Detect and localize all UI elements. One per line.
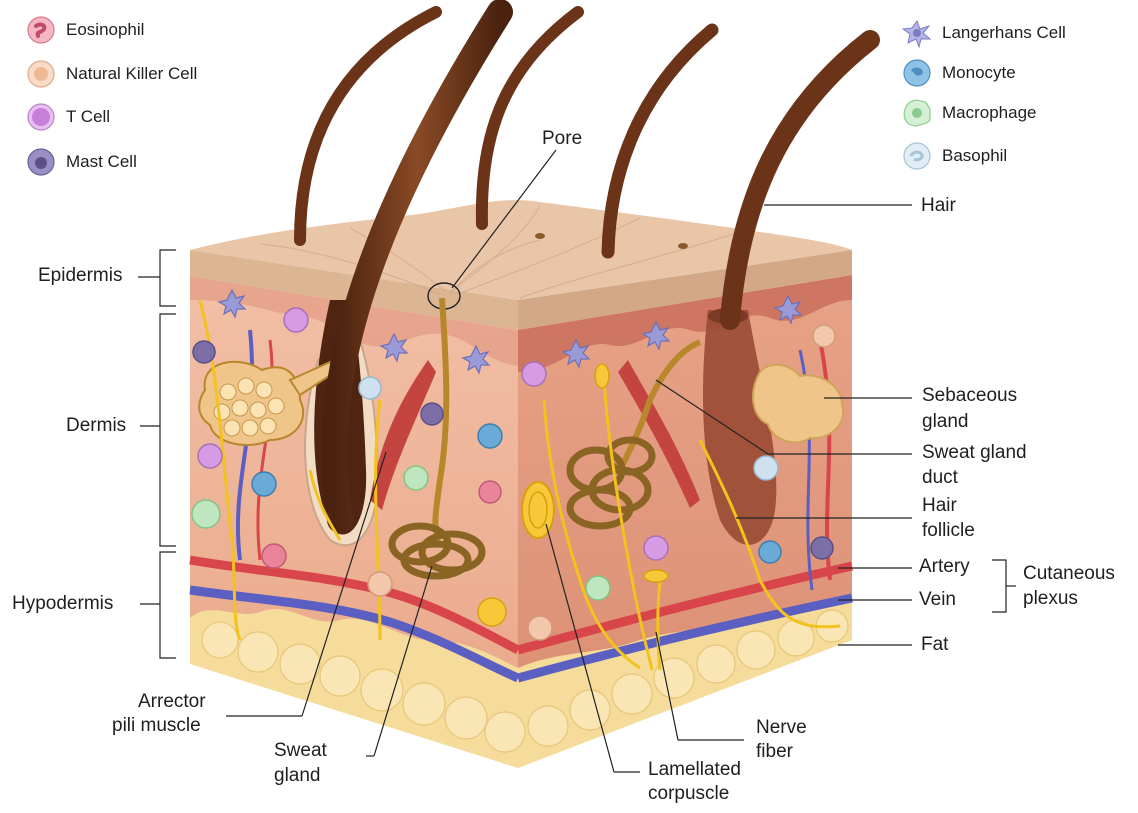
legend-label: Monocyte — [942, 63, 1016, 83]
legend-item-monocyte: Monocyte — [902, 58, 1016, 88]
legend-label: T Cell — [66, 107, 110, 127]
cutaneous-plexus-label-line2: plexus — [1023, 587, 1078, 611]
sebaceous-gland-label-line2: gland — [922, 410, 969, 434]
hypodermis-label: Hypodermis — [12, 592, 113, 616]
legend-label: Natural Killer Cell — [66, 64, 197, 84]
sweat-gland-duct-label-line1: Sweat gland — [922, 441, 1027, 465]
nerve-fiber-label-line2: fiber — [756, 740, 793, 764]
legend-item-macrophage: Macrophage — [902, 98, 1037, 128]
legend-label: Eosinophil — [66, 20, 144, 40]
mast-cell-icon — [26, 147, 56, 177]
legend-label: Mast Cell — [66, 152, 137, 172]
nerve-fiber-label-line1: Nerve — [756, 716, 807, 740]
hair-follicle-label-line2: follicle — [922, 519, 975, 543]
sweat-gland-label-line1: Sweat — [274, 739, 327, 763]
legend-item-eosinophil: Eosinophil — [26, 15, 144, 45]
macrophage-icon — [902, 98, 932, 128]
arrector-pili-label-line1: Arrector — [138, 690, 206, 714]
hair-label: Hair — [921, 194, 956, 218]
hair-strand-3 — [482, 12, 578, 224]
vein-label: Vein — [919, 588, 956, 612]
hair-follicle-label-line1: Hair — [922, 494, 957, 518]
sweat-gland-label-line2: gland — [274, 764, 321, 788]
legend-item-mast-cell: Mast Cell — [26, 147, 137, 177]
artery-label: Artery — [919, 555, 970, 579]
arrector-pili-label-line2: pili muscle — [112, 714, 201, 738]
legend-item-t-cell: T Cell — [26, 102, 110, 132]
t-cell-icon — [26, 102, 56, 132]
basophil-icon — [902, 141, 932, 171]
langerhans-cell-icon — [902, 18, 932, 48]
eosinophil-icon — [26, 15, 56, 45]
cutaneous-plexus-label-line1: Cutaneous — [1023, 562, 1115, 586]
legend-label: Macrophage — [942, 103, 1037, 123]
sebaceous-gland-label-line1: Sebaceous — [922, 384, 1017, 408]
sweat-gland-duct-label-line2: duct — [922, 466, 958, 490]
pore-label: Pore — [542, 127, 582, 151]
epidermis-label: Epidermis — [38, 264, 122, 288]
fat-label: Fat — [921, 633, 948, 657]
lamellated-corpuscle — [522, 482, 554, 538]
lamellated-corpuscle-label-line2: corpuscle — [648, 782, 729, 806]
legend-label: Basophil — [942, 146, 1007, 166]
lamellated-corpuscle-label-line1: Lamellated — [648, 758, 741, 782]
legend-label: Langerhans Cell — [942, 23, 1066, 43]
legend-item-basophil: Basophil — [902, 141, 1007, 171]
dermis-label: Dermis — [66, 414, 126, 438]
legend-item-natural-killer-cell: Natural Killer Cell — [26, 59, 197, 89]
monocyte-icon — [902, 58, 932, 88]
hair-strand-1 — [300, 12, 436, 240]
legend-item-langerhans-cell: Langerhans Cell — [902, 18, 1066, 48]
natural-killer-cell-icon — [26, 59, 56, 89]
